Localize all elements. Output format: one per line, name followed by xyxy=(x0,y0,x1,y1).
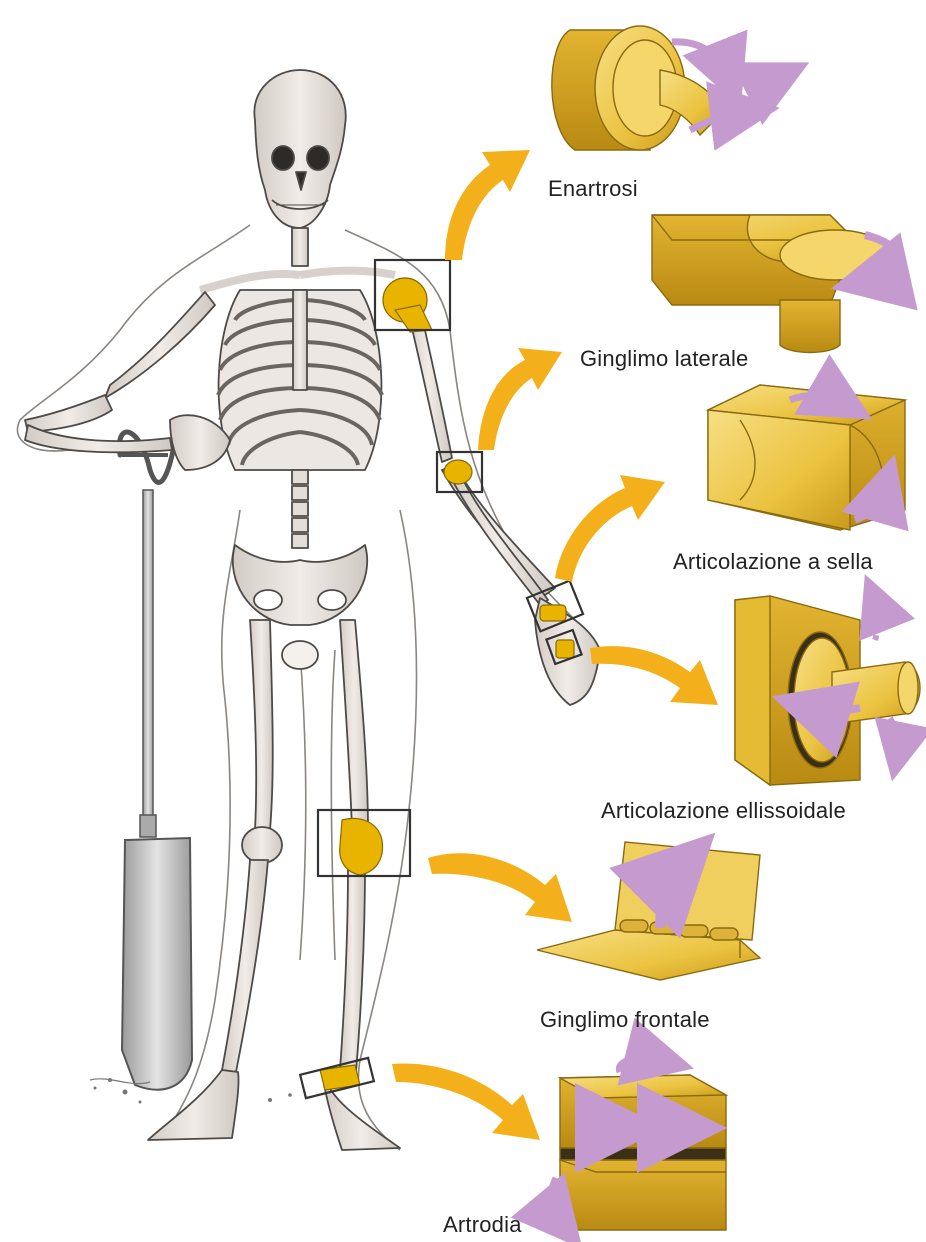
shoulder-humerus xyxy=(395,305,432,332)
label-artrodia: Artrodia xyxy=(443,1212,522,1238)
arrow-to-ginglimo-frontale-icon xyxy=(428,853,572,922)
elbow-joint xyxy=(444,460,472,484)
label-enartrosi: Enartrosi xyxy=(548,176,638,202)
shovel-icon xyxy=(90,432,192,1090)
plane-model-icon xyxy=(551,1058,726,1230)
bent-arm xyxy=(25,292,230,470)
arrow-to-ginglimo-laterale-icon xyxy=(478,348,562,450)
skeleton-figure xyxy=(25,70,600,1150)
label-ginglimo-frontale: Ginglimo frontale xyxy=(540,1007,710,1033)
ribcage xyxy=(218,290,382,470)
pivot-model-icon xyxy=(652,215,900,353)
arrow-to-enartrosi-icon xyxy=(445,150,530,260)
saddle-model-icon xyxy=(708,385,905,530)
label-articolazione-sella: Articolazione a sella xyxy=(673,549,873,575)
hinge-model-icon xyxy=(537,842,760,980)
label-articolazione-ellissoidale: Articolazione ellissoidale xyxy=(601,798,846,824)
label-ginglimo-laterale: Ginglimo laterale xyxy=(580,346,748,372)
spine xyxy=(292,470,308,548)
skull xyxy=(254,70,345,228)
thumb-joint xyxy=(556,640,574,658)
arrow-to-artrodia-icon xyxy=(392,1063,540,1140)
wrist-joint xyxy=(540,605,566,621)
ball-socket-model-icon xyxy=(552,26,778,150)
knee-joint xyxy=(340,818,383,875)
arrow-to-ellissoidale-icon xyxy=(590,646,718,705)
arrow-to-sella-icon xyxy=(555,475,665,582)
condyloid-model-icon xyxy=(735,596,920,785)
